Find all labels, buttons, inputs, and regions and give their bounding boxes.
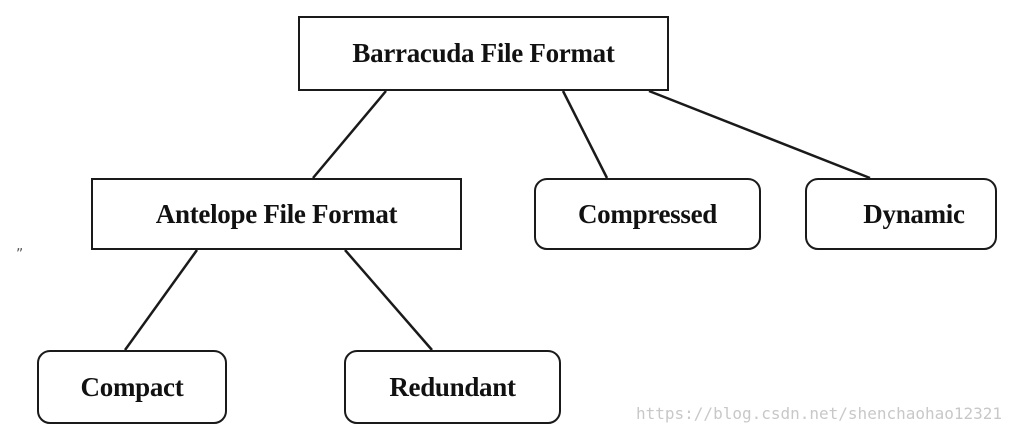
node-dynamic: Dynamic (805, 178, 997, 250)
edge-barracuda-antelope (312, 90, 387, 179)
node-label: Dynamic (863, 198, 965, 229)
node-label: Redundant (389, 371, 516, 402)
stray-mark: „ (16, 238, 24, 254)
node-label: Compressed (577, 198, 717, 229)
edge-antelope-compact (123, 249, 199, 351)
node-redundant: Redundant (344, 350, 561, 424)
node-barracuda-file-format: Barracuda File Format (298, 16, 669, 91)
node-label: Antelope File Format (155, 198, 398, 229)
edge-barracuda-compressed (561, 90, 609, 179)
edge-barracuda-dynamic (648, 89, 871, 180)
node-label: Compact (80, 371, 184, 402)
node-compact: Compact (37, 350, 227, 424)
edge-antelope-redundant (344, 249, 433, 351)
node-antelope-file-format: Antelope File Format (91, 178, 462, 250)
watermark-url: https://blog.csdn.net/shenchaohao12321 (636, 404, 1003, 423)
node-label: Barracuda File Format (352, 38, 615, 68)
node-compressed: Compressed (534, 178, 761, 250)
